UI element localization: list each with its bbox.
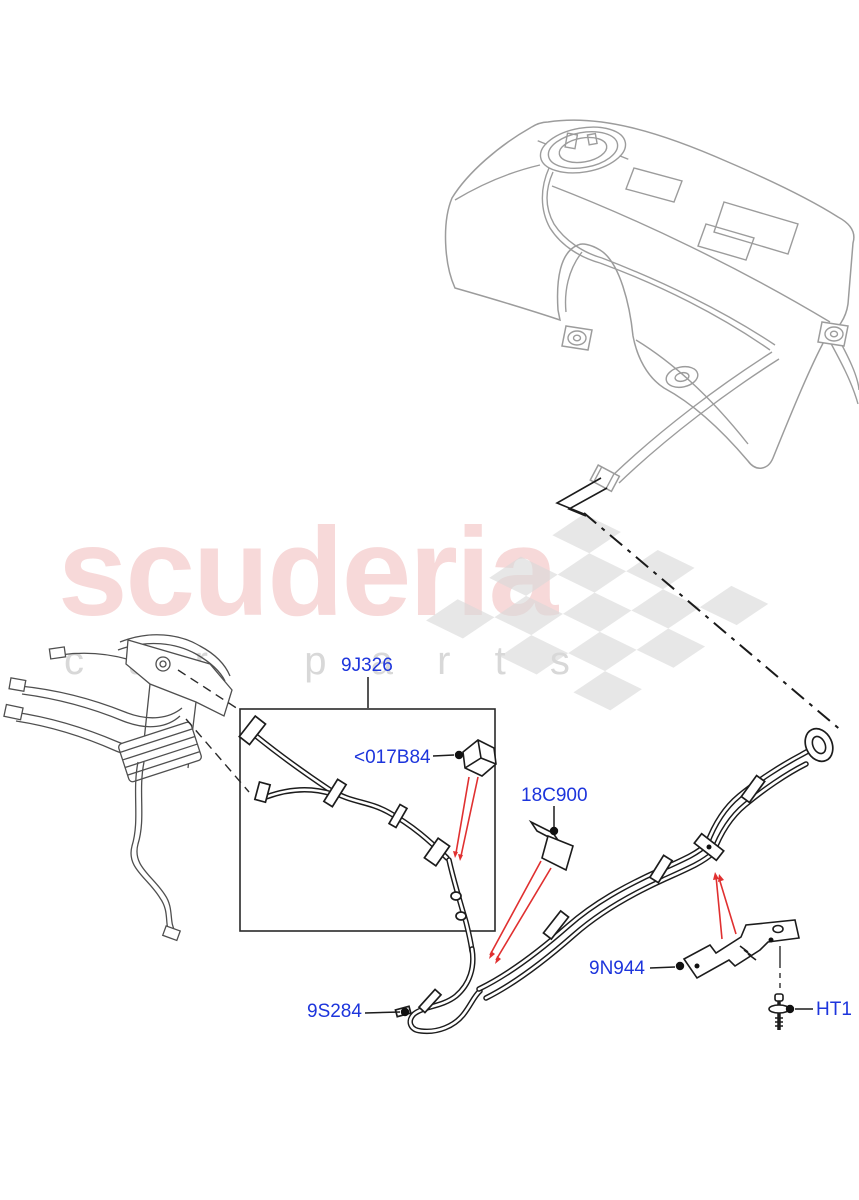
spring-clip-icon [528,819,574,872]
part-label-9j326[interactable]: 9J326 [341,655,393,676]
watermark-letter: c [64,639,84,683]
watermark-letter: p [304,639,327,683]
part-label-9s284[interactable]: 9S284 [307,1001,362,1022]
watermark-letter: a [370,639,393,683]
watermark-letter: r [437,639,451,683]
clip-icon [462,739,497,777]
watermark-letter: t [494,639,506,683]
callout-box [239,708,496,932]
routing-break-line [555,477,844,733]
part-label-017b84[interactable]: <017B84 [354,747,431,768]
pointer-arrows [453,776,737,964]
label-leader-lines [364,677,813,1017]
bracket-icon [682,919,800,980]
part-label-ht1[interactable]: HT1 [816,999,852,1020]
fuel-pump-ring [537,126,629,174]
checkered-flag-watermark [426,514,769,711]
engine-connection-drawing [3,634,250,942]
part-label-18c900[interactable]: 18C900 [521,785,588,806]
part-label-9n944[interactable]: 9N944 [589,958,645,979]
fuel-lines-drawing [238,714,834,1035]
fuel-tank-drawing [444,119,859,493]
screw-icon [768,946,790,1030]
oil-cooler [118,721,202,783]
